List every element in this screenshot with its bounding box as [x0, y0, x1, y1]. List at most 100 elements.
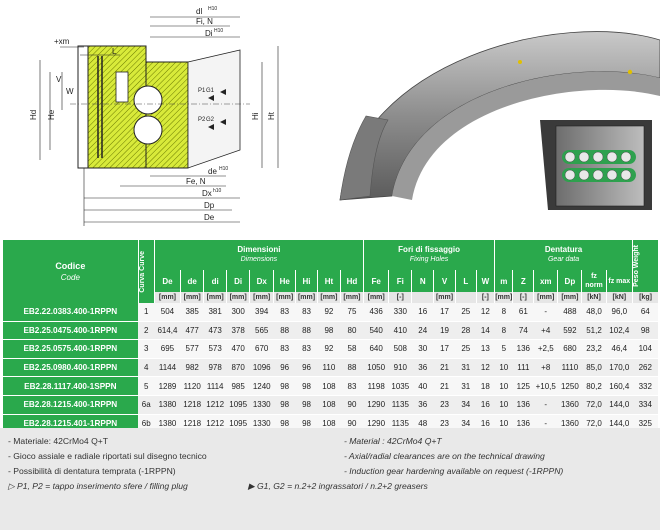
table-cell: 88: [340, 358, 364, 378]
label-dp: Dp: [204, 201, 215, 210]
table-cell: 1135: [388, 395, 412, 415]
table-cell: 40: [411, 376, 434, 396]
label-g1: G1: [206, 88, 215, 94]
table-cell: 473: [203, 321, 227, 341]
table-cell: 1198: [363, 376, 389, 396]
col-header-14: W: [475, 270, 495, 292]
table-cell: +4: [533, 321, 558, 341]
unit-17: [mm]: [533, 292, 558, 303]
label-dx-sup: h10: [213, 188, 222, 194]
table-cell: 92: [317, 303, 341, 322]
note-it-3: - Possibilità di dentatura temprata (-1R…: [8, 466, 176, 476]
table-cell: 23: [433, 395, 456, 415]
table-cell: 1290: [363, 395, 389, 415]
note-en-4: ▶ G1, G2 = n.2+2 ingrassatori / n.2+2 gr…: [248, 481, 428, 491]
bearing-cross-section: [70, 45, 250, 169]
table-cell: 31: [455, 376, 477, 396]
table-cell: +10,5: [533, 376, 558, 396]
label-de-sup: H10: [219, 166, 228, 172]
product-code: EB2.25.0475.400-1RPPN: [2, 321, 139, 341]
table-cell: 982: [180, 358, 204, 378]
unit-14: [-]: [475, 292, 495, 303]
col-header-13: L: [454, 270, 477, 292]
label-w: W: [66, 87, 74, 96]
table-cell: 614,4: [154, 321, 181, 341]
notes-section: - Materiale: 42CrMo4 Q+T - Gioco assiale…: [0, 428, 660, 530]
table-cell: 58: [340, 339, 364, 359]
col-header-5: He: [273, 270, 296, 292]
label-g2: G2: [206, 117, 215, 123]
table-cell: 83: [340, 376, 364, 396]
table-cell: 80,2: [581, 376, 607, 396]
curve-cell: 1: [138, 303, 155, 322]
table-cell: 136: [512, 339, 534, 359]
table-cell: 1144: [154, 358, 181, 378]
table-cell: 80: [340, 321, 364, 341]
table-cell: 10: [494, 376, 513, 396]
table-cell: 98: [632, 321, 658, 341]
table-cell: 48,0: [581, 303, 607, 322]
table-cell: 1330: [249, 395, 274, 415]
table-cell: 1289: [154, 376, 181, 396]
table-cell: 5: [494, 339, 513, 359]
note-en-1: - Material : 42CrMo4 Q+T: [344, 436, 442, 446]
table-cell: 85,0: [581, 358, 607, 378]
group-dimensions-en: Dimensions: [240, 256, 278, 263]
table-cell: 394: [249, 303, 274, 322]
unit-15: [mm]: [494, 292, 513, 303]
table-cell: 910: [388, 358, 412, 378]
label-v: V: [56, 75, 62, 84]
table-cell: 488: [557, 303, 582, 322]
table-cell: 21: [433, 376, 456, 396]
table-cell: 10: [494, 358, 513, 378]
table-cell: 108: [317, 376, 341, 396]
group-fixing-en: Fixing Holes: [409, 256, 449, 263]
curve-header-label: Curva Curve: [138, 250, 146, 293]
table-cell: 46,4: [606, 339, 633, 359]
table-cell: 680: [557, 339, 582, 359]
col-header-0: De: [153, 270, 181, 292]
unit-3: [mm]: [226, 292, 250, 303]
note-it-4: ▷ P1, P2 = tappo inserimento sfere / fil…: [8, 481, 188, 491]
col-header-17: xm: [533, 270, 558, 292]
table-cell: 88: [295, 321, 318, 341]
table-cell: 565: [249, 321, 274, 341]
group-gear-it: Dentatura: [544, 245, 583, 254]
table-cell: 144,0: [606, 395, 633, 415]
label-l: L: [112, 47, 117, 56]
table-cell: 573: [203, 339, 227, 359]
unit-11: [411, 292, 434, 303]
table-cell: 1096: [249, 358, 274, 378]
table-cell: 108: [317, 395, 341, 415]
table-cell: 61: [512, 303, 534, 322]
label-dl-sup: H10: [208, 6, 217, 12]
table-cell: 75: [340, 303, 364, 322]
table-cell: 334: [632, 395, 658, 415]
col-header-2: di: [203, 270, 227, 292]
table-cell: 72,0: [581, 395, 607, 415]
table-cell: 330: [388, 303, 412, 322]
unit-4: [mm]: [249, 292, 274, 303]
code-header: Codice Code: [2, 240, 139, 303]
col-header-15: m: [494, 270, 513, 292]
table-cell: 640: [363, 339, 389, 359]
unit-18: [mm]: [557, 292, 582, 303]
table-cell: 436: [363, 303, 389, 322]
label-he: He: [47, 109, 56, 120]
table-cell: 98: [295, 376, 318, 396]
label-ht: Ht: [267, 111, 276, 120]
label-p2: P2: [198, 117, 206, 123]
table-cell: 98: [317, 321, 341, 341]
table-cell: 17: [433, 303, 456, 322]
product-code: EB2.22.0383.400-1RPPN: [2, 303, 139, 322]
dimension-lines: [39, 16, 279, 226]
unit-2: [mm]: [203, 292, 227, 303]
table-cell: 51,2: [581, 321, 607, 341]
table-cell: 16: [476, 395, 495, 415]
